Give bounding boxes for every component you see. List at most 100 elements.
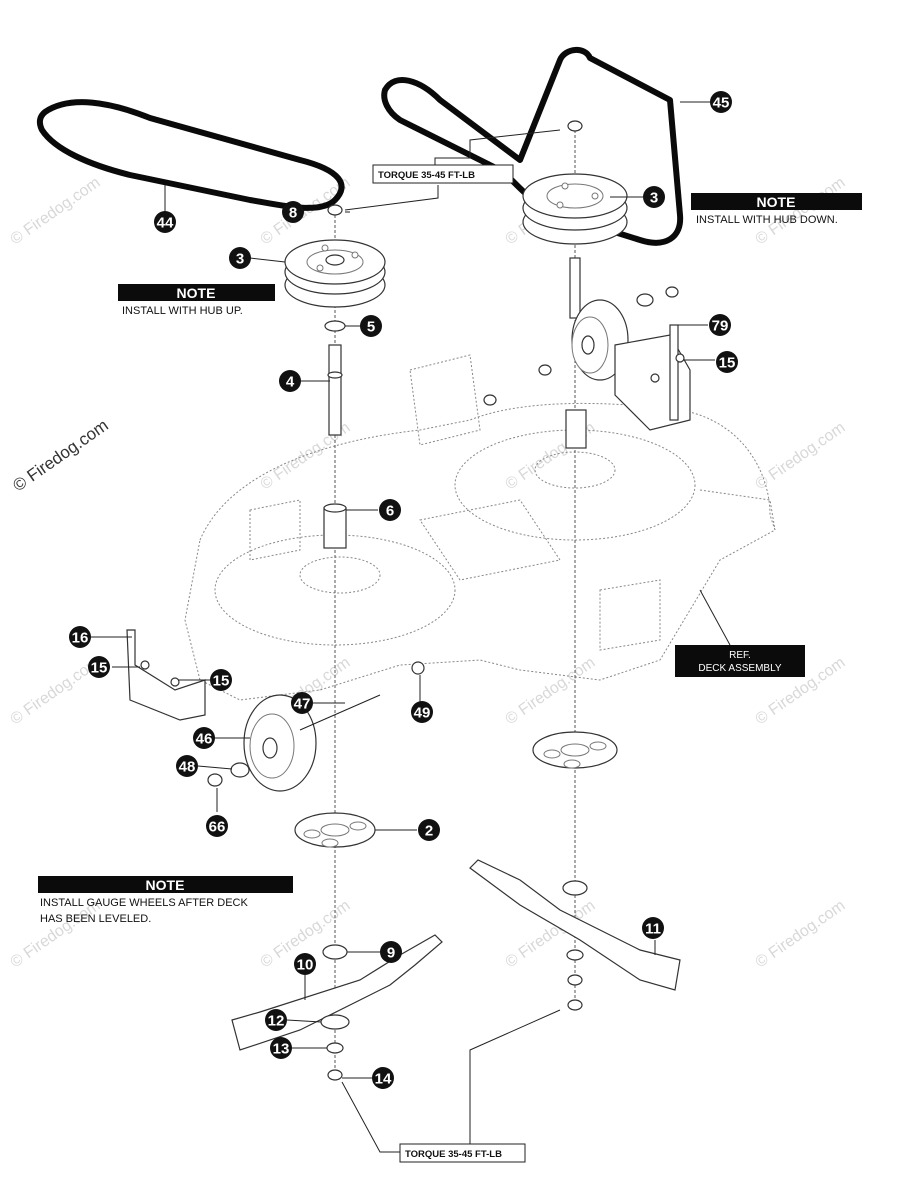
torque-text-bottom: TORQUE 35-45 FT-LB — [405, 1149, 502, 1160]
callout-circle — [193, 727, 215, 749]
bearing-washer-right — [562, 880, 588, 896]
note-hub-up: NOTE INSTALL WITH HUB UP. — [118, 284, 275, 317]
lockwasher-13 — [326, 1042, 344, 1054]
spindle-shaft-4 — [327, 344, 343, 436]
pulley-left — [284, 239, 386, 308]
callout-circle — [372, 1067, 394, 1089]
callout-number: 46 — [196, 731, 213, 748]
belt-right-45 — [381, 47, 684, 246]
bearing-washer-9 — [322, 944, 348, 960]
callout-number: 15 — [719, 355, 736, 372]
note-text: INSTALL WITH HUB DOWN. — [696, 214, 838, 226]
bracket-79 — [614, 324, 691, 431]
callout-number: 44 — [157, 215, 174, 232]
callout-circle — [291, 692, 313, 714]
blade-11 — [469, 859, 681, 991]
callout-spacer-nut: 49 — [411, 701, 433, 723]
watermark: © Firedog.com — [753, 897, 849, 971]
callout-number: 11 — [645, 921, 661, 938]
callout-number: 12 — [268, 1013, 285, 1030]
callout-circle — [265, 1009, 287, 1031]
leader-lines — [90, 101, 731, 1079]
callout-circle — [69, 626, 91, 648]
watermark: © Firedog.com — [503, 654, 599, 728]
spindle-shaft-right — [569, 257, 581, 319]
callout-number: 3 — [236, 251, 244, 268]
note-title: NOTE — [146, 877, 185, 893]
note-hub-down: NOTE INSTALL WITH HUB DOWN. — [691, 193, 862, 226]
callout-circle — [418, 819, 440, 841]
washer-right-wheel — [636, 293, 654, 307]
callout-bracket-right: 79 — [709, 314, 731, 336]
callout-number: 4 — [286, 374, 295, 391]
callout-pulley-right: 3 — [643, 186, 665, 208]
callout-circle — [206, 815, 228, 837]
callout-bearing-washer: 9 — [380, 941, 402, 963]
washer-5 — [324, 320, 346, 332]
callout-blade-adapter: 2 — [418, 819, 440, 841]
callout-number: 47 — [294, 696, 311, 713]
gauge-wheel-46 — [243, 694, 317, 792]
callout-circle — [210, 669, 232, 691]
nut-right-left — [483, 394, 497, 406]
deck-assembly — [184, 354, 776, 701]
callout-number: 45 — [713, 95, 730, 112]
callout-number: 14 — [375, 1071, 392, 1088]
callout-number: 48 — [179, 759, 196, 776]
nut-14 — [327, 1069, 343, 1081]
callout-circle — [88, 656, 110, 678]
ref-text-line1: REF. — [729, 650, 751, 661]
washer-right-b — [567, 974, 583, 986]
callout-number: 8 — [289, 205, 297, 222]
ref-text-line2: DECK ASSEMBLY — [698, 663, 782, 674]
callout-bolt-left-b: 15 — [210, 669, 232, 691]
callout-circle — [642, 917, 664, 939]
torque-text-top: TORQUE 35-45 FT-LB — [378, 170, 475, 181]
callout-circle — [282, 201, 304, 223]
watermark: © Firedog.com — [753, 174, 849, 248]
callout-circle — [360, 315, 382, 337]
callout-circle — [709, 314, 731, 336]
spacer-49 — [411, 661, 425, 675]
blade-adapter-right — [532, 731, 618, 769]
washer-12 — [320, 1014, 350, 1030]
watermark: © Firedog.com — [8, 174, 104, 248]
note-title: NOTE — [177, 285, 216, 301]
callout-circle — [176, 755, 198, 777]
torque-label-bottom: TORQUE 35-45 FT-LB — [341, 1009, 561, 1163]
note-text: INSTALL GAUGE WHEELS AFTER DECK — [40, 897, 248, 909]
axle-bolt-47 — [299, 694, 381, 731]
callout-number: 9 — [387, 945, 395, 962]
callout-circle — [716, 351, 738, 373]
callout-bracket-left: 16 — [69, 626, 91, 648]
locknut-66 — [207, 773, 223, 787]
washer-right-a — [566, 949, 584, 961]
callout-number: 16 — [72, 630, 89, 647]
callout-wheel-locknut: 66 — [206, 815, 228, 837]
callout-circle — [294, 953, 316, 975]
callout-circle — [411, 701, 433, 723]
callout-circle — [380, 941, 402, 963]
callout-spindle-spacer: 6 — [379, 499, 401, 521]
callout-bolt-right: 15 — [716, 351, 738, 373]
callout-pulley-nut: 8 — [282, 201, 304, 223]
callout-circle — [154, 211, 176, 233]
callout-bolt-left-a: 15 — [88, 656, 110, 678]
callout-number: 10 — [297, 957, 314, 974]
nut-8 — [327, 204, 343, 216]
note-gauge-wheels: NOTE INSTALL GAUGE WHEELS AFTER DECK HAS… — [38, 876, 293, 925]
note-text: INSTALL WITH HUB UP. — [122, 305, 243, 317]
callout-wheel-axle-bolt: 47 — [291, 692, 313, 714]
blade-adapter-2 — [294, 812, 376, 848]
nut-right-wheel — [665, 286, 679, 298]
callout-circle — [229, 247, 251, 269]
torque-label-top: TORQUE 35-45 FT-LB — [344, 129, 561, 211]
callout-blade-left: 10 — [294, 953, 316, 975]
watermark: © Firedog.com — [753, 419, 849, 493]
note-text: HAS BEEN LEVELED. — [40, 913, 151, 925]
bolt-right-left — [538, 364, 552, 376]
callout-blade-washer: 12 — [265, 1009, 287, 1031]
callout-circle — [379, 499, 401, 521]
